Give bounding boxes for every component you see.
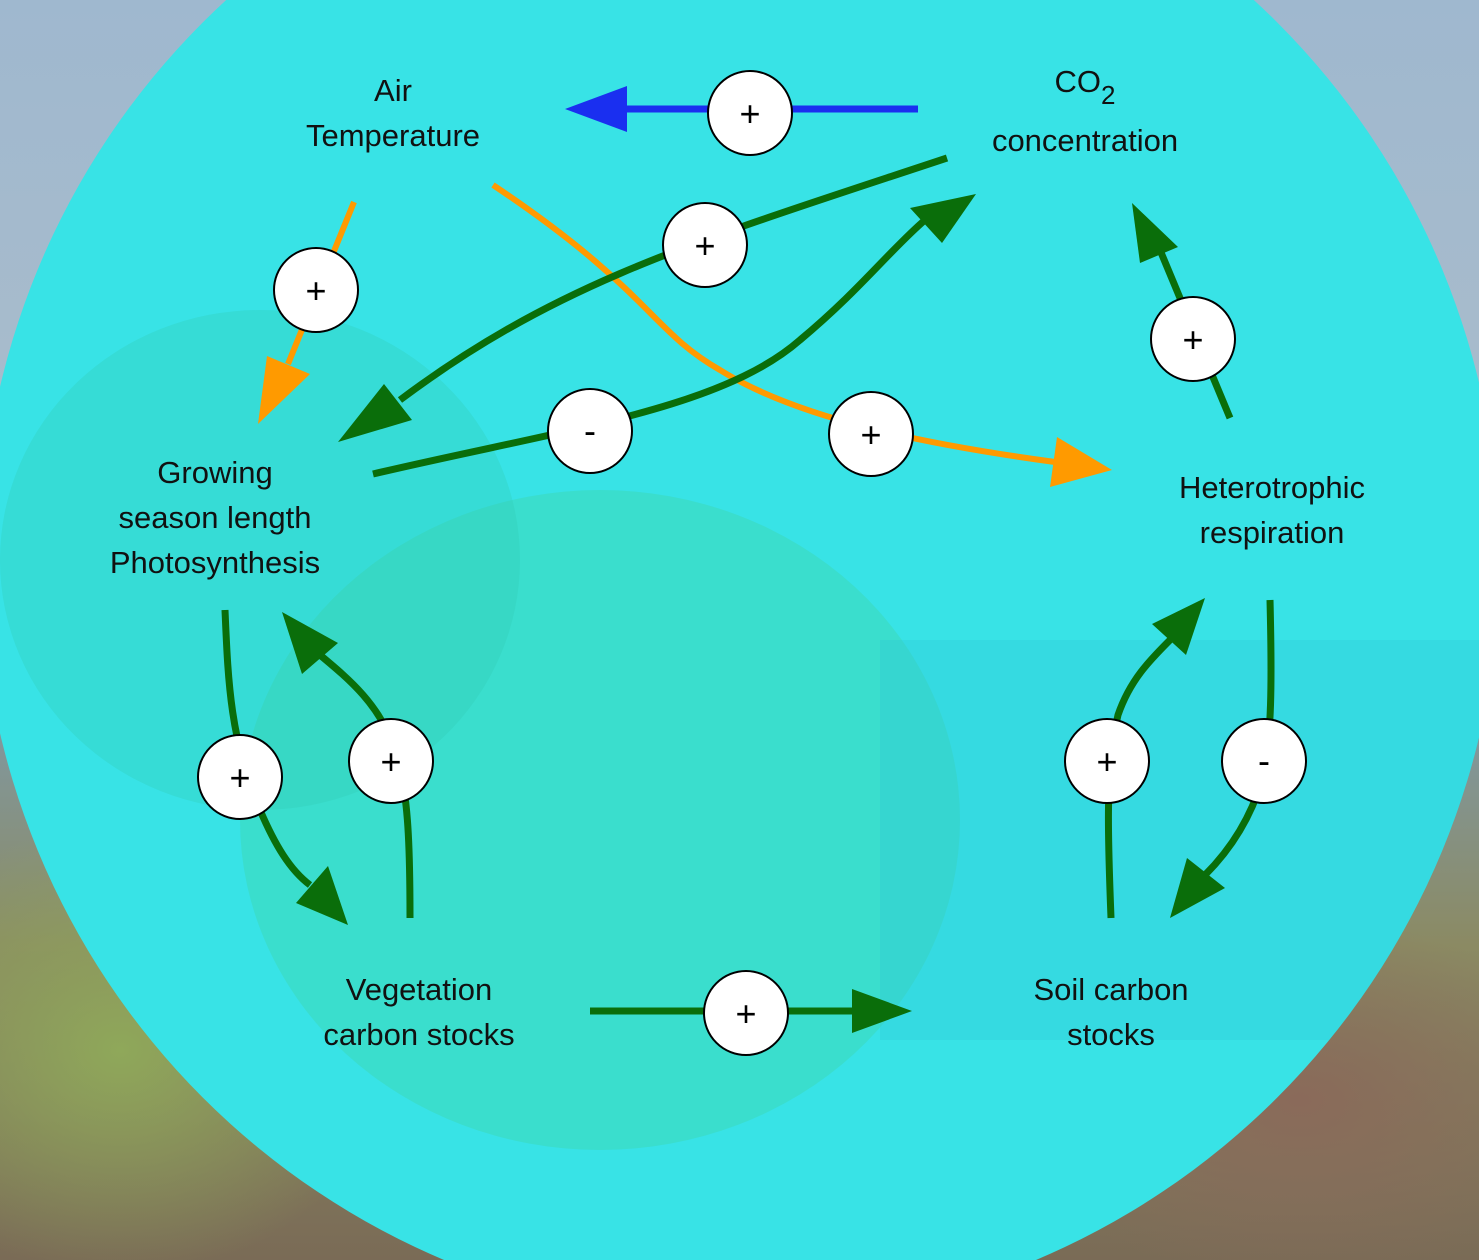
node-co2-concentration: CO2 concentration [992, 64, 1178, 158]
svg-text:+: + [694, 225, 715, 266]
sign-badge-growing-co2: - [547, 388, 633, 474]
svg-text:Vegetation: Vegetation [346, 972, 493, 1007]
svg-text:+: + [380, 741, 401, 782]
svg-text:Growing: Growing [157, 455, 272, 490]
svg-text:carbon stocks: carbon stocks [323, 1017, 514, 1052]
sign-badge-temperature-growing: + [273, 247, 359, 333]
node-growing-season: Growing season length Photosynthesis [110, 455, 320, 580]
svg-text:Air: Air [374, 73, 412, 108]
sign-badge-temperature-respiration: + [828, 391, 914, 477]
sign-badge-soil-respiration: + [1064, 718, 1150, 804]
sign-badge-co2-growing: + [662, 202, 748, 288]
node-soil-carbon-stocks: Soil carbon stocks [1033, 972, 1188, 1052]
svg-text:concentration: concentration [992, 123, 1178, 158]
node-vegetation-carbon-stocks: Vegetation carbon stocks [323, 972, 514, 1052]
arrow-temperature-to-respiration [491, 182, 1112, 487]
svg-text:+: + [305, 270, 326, 311]
svg-text:Soil carbon: Soil carbon [1033, 972, 1188, 1007]
svg-text:-: - [584, 410, 596, 451]
svg-text:+: + [229, 757, 250, 798]
svg-text:+: + [739, 93, 760, 134]
svg-text:respiration: respiration [1200, 515, 1345, 550]
svg-text:+: + [1096, 741, 1117, 782]
sign-badge-vegetation-soil: + [703, 970, 789, 1056]
arrow-growing-to-co2 [372, 194, 976, 478]
sign-badge-respiration-co2: + [1150, 296, 1236, 382]
sign-badge-respiration-soil: - [1221, 718, 1307, 804]
svg-text:+: + [860, 414, 881, 455]
sign-badge-growing-vegetation: + [197, 734, 283, 820]
arrow-co2-to-growing [338, 154, 949, 442]
node-heterotrophic-respiration: Heterotrophic respiration [1179, 470, 1365, 550]
sign-badge-co2-temperature: + [707, 70, 793, 156]
sign-badge-vegetation-growing: + [348, 718, 434, 804]
svg-text:CO2: CO2 [1055, 64, 1116, 110]
svg-text:season length: season length [118, 500, 311, 535]
svg-text:-: - [1258, 740, 1270, 781]
svg-text:+: + [1182, 319, 1203, 360]
circle-shading [0, 310, 1479, 1150]
svg-text:Photosynthesis: Photosynthesis [110, 545, 320, 580]
svg-text:Heterotrophic: Heterotrophic [1179, 470, 1365, 505]
node-air-temperature: Air Temperature [306, 73, 480, 153]
svg-text:+: + [735, 993, 756, 1034]
svg-text:Temperature: Temperature [306, 118, 480, 153]
svg-text:stocks: stocks [1067, 1017, 1155, 1052]
